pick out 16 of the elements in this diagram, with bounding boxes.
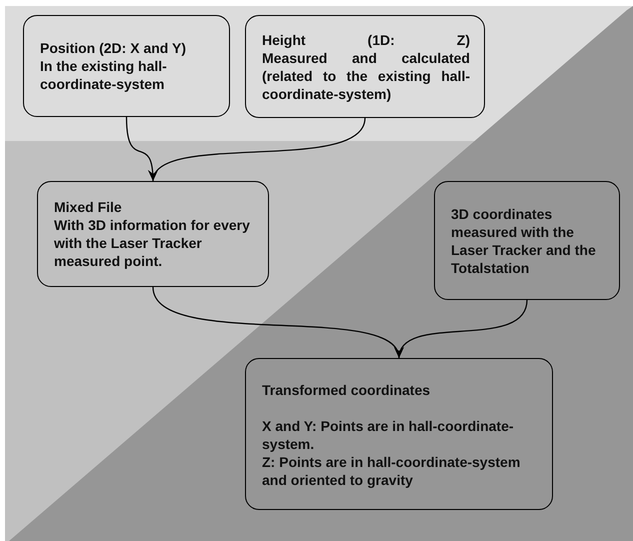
box-heading: Mixed File [54, 198, 123, 216]
box-text: 3D coordinates measured with the Laser Tracker and the Totalstation [451, 204, 597, 276]
curved-arrow [396, 300, 528, 358]
process-box [245, 15, 485, 118]
box-text: Measured and calculated (related to the existing hall-coordinate-system) [262, 48, 470, 102]
process-box [23, 15, 230, 117]
process-box [37, 181, 269, 287]
box-text: With 3D information for every with the Laser Tracker measured point. [54, 216, 251, 270]
box-text: X and Y: Points are in hall-coordinate-system. [262, 417, 515, 453]
box-heading: Height (1D: Z) [262, 30, 470, 48]
box-heading: Position (2D: X and Y) [40, 39, 187, 57]
process-box [434, 181, 620, 300]
box-text: In the existing hall-coordinate-system [40, 57, 168, 93]
process-box [245, 358, 553, 510]
box-heading: Transformed coordinates [262, 381, 432, 399]
box-text: Z: Points are in hall-coordinate-system and oriented to gravity [262, 453, 522, 489]
